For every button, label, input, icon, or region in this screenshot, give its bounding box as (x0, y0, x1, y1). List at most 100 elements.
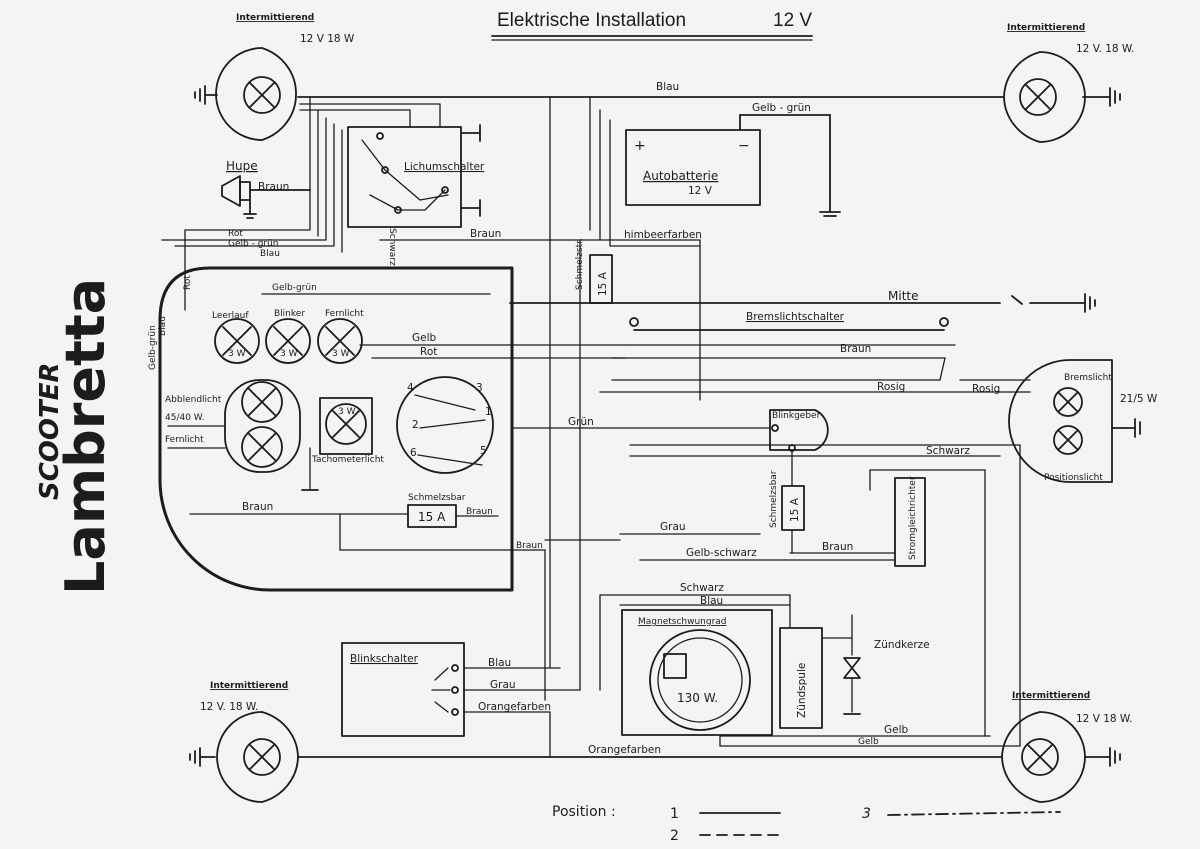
indicator-bottom-left: Intermittierend 12 V. 18 W. (189, 681, 299, 803)
rectifier-box (894, 477, 926, 567)
wire-label-blau-fl: Blau (488, 657, 511, 669)
fuse-left: Schmelzsbar 15 A Braun (407, 493, 493, 528)
wire-label-gelb: Gelb (412, 332, 437, 344)
wire-label-rot-2: Rot (183, 275, 193, 290)
battery: + − Autobatterie 12 V Gelb - grün (625, 102, 841, 217)
wire-label-braun-3: Braun (840, 343, 871, 355)
wire-bundle-top: Rot Gelb - grün Blau Braun Braun Schwarz (161, 96, 701, 311)
wire-label-rosig-2: Rosig (972, 383, 1000, 395)
speedo-label: Tachometerlicht (311, 455, 384, 465)
wire-label-gelb-schwarz: Gelb-schwarz (686, 547, 757, 559)
lamp-high-beam: Fernlicht 3 W (317, 309, 364, 364)
bulb-icon (243, 738, 281, 776)
wire-label-schwarz-2: Schwarz (680, 582, 724, 594)
flasher-unit: Blinkgeber (769, 409, 829, 554)
indicator-top-left-heading: Intermittierend (236, 13, 314, 23)
headlamp-rating: 45/40 W. (165, 413, 205, 423)
bulb-icon (241, 426, 283, 468)
wire-blau-top: Blau (297, 81, 1005, 98)
indicator-bottom-right-heading: Intermittierend (1012, 691, 1090, 701)
rectifier-label: Stromgleichrichter (908, 476, 918, 560)
wire-label-orange-fl: Orangefarben (478, 701, 551, 713)
tail-light: Bremslicht Positionslicht 21/5 W (1008, 359, 1158, 483)
battery-box (625, 129, 761, 206)
ignition-switch-body (396, 376, 494, 474)
wire-label-braun-2: Braun (470, 228, 501, 240)
indicator-bottom-right: Intermittierend 12 V 18 W. (1001, 691, 1132, 803)
mid-wires: himbeerfarben Mitte Bremslichtschalter B… (189, 229, 1096, 701)
bulb-icon (325, 403, 367, 445)
bulb-icon (214, 318, 260, 364)
indicator-top-right-heading: Intermittierend (1007, 23, 1085, 33)
fuse-mid-rating: 15 A (789, 497, 801, 522)
bottom-wires: Orangefarben Gelb Gelb (297, 96, 1021, 758)
flywheel-rotor (649, 629, 751, 731)
indicator-top-right-rating: 12 V. 18 W. (1076, 43, 1134, 55)
fuse-icon (781, 485, 805, 531)
flasher-unit-label: Blinkgeber (772, 411, 821, 421)
terminal-5: 5 (480, 445, 487, 457)
wire-label-braun: Braun (258, 181, 289, 193)
lamp-neutral-label: Leerlauf (212, 311, 249, 321)
bulb-icon (1019, 78, 1057, 116)
terminal-2: 2 (412, 419, 419, 431)
battery-plus-icon: + (634, 138, 646, 154)
flywheel-label: Magnetschwungrad (638, 617, 727, 627)
terminal-4: 4 (407, 382, 414, 394)
spark-plug-icon (843, 657, 861, 679)
wire-label-schwarz: Schwarz (926, 445, 970, 457)
rectifier: Stromgleichrichter (869, 469, 986, 567)
lamp-blinker-rating: 3 W (280, 349, 298, 359)
brake-switch-label: Bremslichtschalter (746, 311, 845, 323)
brand-logo: SCOOTER Lambretta (35, 278, 117, 595)
terminal-3: 3 (476, 382, 483, 394)
legend-item-1-label: 1 (670, 806, 679, 822)
headlamp: Abblendlicht 45/40 W. Fernlicht (165, 379, 301, 473)
flasher-switch: Blinkschalter Blau Grau Orangefarben (341, 642, 581, 737)
lamp-high-beam-rating: 3 W (332, 349, 350, 359)
bulb-icon (265, 318, 311, 364)
speedo-lamp: 3 W Tachometerlicht (301, 397, 384, 491)
ignition-switch: 4 3 1 2 6 5 Gelb Rot (359, 332, 626, 474)
fuse-top-rating: 15 A (597, 271, 609, 296)
wire-label-gelb-gruen-3: Gelb-grün (272, 283, 317, 293)
legend-heading: Position : (552, 804, 616, 820)
spark-plug-label: Zündkerze (874, 639, 930, 651)
wire-label-rosig: Rosig (877, 381, 905, 393)
legend-item-3-label: 3 (862, 806, 871, 822)
wire-label-blau-2: Blau (260, 249, 280, 259)
headlamp-body (224, 379, 301, 473)
terminal-1: 1 (485, 406, 492, 418)
wire-label-braun-bottom: Braun (242, 501, 273, 513)
flywheel-box (621, 609, 773, 736)
fuse-left-rating: 15 A (418, 510, 446, 524)
brand-scooter: SCOOTER (35, 362, 65, 500)
indicator-bottom-left-rating: 12 V. 18 W. (200, 701, 258, 713)
flasher-switch-label: Blinkschalter (350, 653, 419, 665)
fuse-mid-label: Schmelzsbar (769, 470, 779, 528)
headset-housing: Gelb-grün Blau Rot Gelb-grün (148, 266, 514, 592)
wire-label-braun-5: Braun (822, 541, 853, 553)
legend-item-2-label: 2 (670, 828, 679, 844)
dash-lamps: Leerlauf 3 W Blinker 3 W Fernlicht 3 W (212, 309, 364, 364)
wire-label-blau: Blau (656, 81, 679, 93)
horn: Hupe (221, 159, 311, 219)
speedo-rating: 3 W (338, 407, 356, 417)
light-switch-label: Lichumschalter (404, 161, 485, 173)
horn-label: Hupe (226, 159, 258, 173)
light-switch-box (347, 126, 462, 228)
legend-dashdot-line (887, 811, 1061, 816)
headset-outline (158, 266, 514, 592)
bulb-icon (1053, 425, 1083, 455)
flywheel-magneto: Schwarz Blau Magnetschwungrad 130 W. (599, 582, 791, 736)
lamp-high-beam-label: Fernlicht (325, 309, 364, 319)
wire-label-gelb-gruen: Gelb - grün (752, 102, 811, 114)
tail-light-rating: 21/5 W (1120, 393, 1158, 405)
indicator-top-left-rating: 12 V 18 W (300, 33, 355, 45)
lamp-blinker: Blinker 3 W (265, 309, 311, 364)
wire-label-gelb-gruen-side: Gelb-grün (148, 325, 158, 370)
wire-label-orange-bottom: Orangefarben (588, 744, 661, 756)
diagram-title: Elektrische Installation 12 V (491, 10, 813, 41)
bulb-icon (243, 76, 281, 114)
